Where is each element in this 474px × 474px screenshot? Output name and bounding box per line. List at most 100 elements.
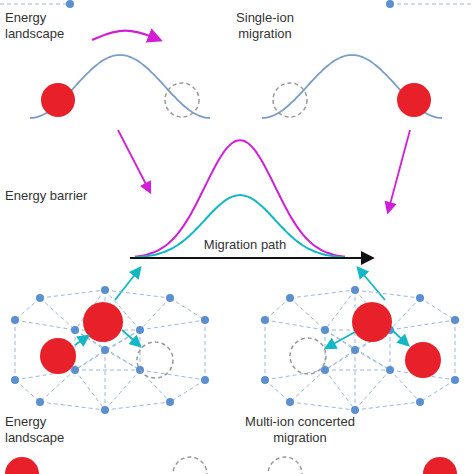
lattice-bond (105, 402, 170, 410)
migration-arrow (326, 332, 355, 348)
lattice-bond (355, 370, 390, 410)
ion (423, 457, 457, 474)
lattice-bond (455, 320, 456, 380)
lattice-bond (105, 350, 140, 370)
lattice-bond (105, 350, 106, 410)
lattice-bond (265, 320, 325, 330)
caption-label: Energy landscape (5, 414, 85, 446)
lattice-site (101, 286, 109, 294)
lattice-bond (205, 320, 206, 380)
link-arrow (115, 268, 140, 300)
lattice-bond (290, 370, 325, 402)
caption-label: Energy barrier (5, 188, 120, 204)
lattice-site (166, 294, 174, 302)
caption-label: Migration path (185, 237, 305, 253)
ion (41, 83, 75, 117)
lattice-bond (355, 402, 420, 410)
lattice-bond (140, 320, 205, 330)
ion (405, 342, 441, 378)
caption-label: Energy landscape (5, 10, 85, 42)
lattice-bond (15, 320, 16, 380)
barrier-curve (135, 140, 345, 256)
lattice-site (321, 326, 329, 334)
lattice-site (11, 316, 19, 324)
ion (397, 83, 431, 117)
migration-arrow (75, 336, 88, 345)
vacancy (273, 83, 307, 117)
lattice-site (351, 406, 359, 414)
lattice-site (261, 376, 269, 384)
lattice-bond (140, 370, 205, 380)
lattice-bond (325, 370, 355, 410)
link-arrow (118, 130, 150, 192)
vacancy (137, 342, 173, 378)
ion (83, 302, 123, 342)
ion (5, 457, 39, 474)
lattice-bond (325, 370, 390, 371)
lattice-site (36, 398, 44, 406)
energy-curve (30, 55, 210, 118)
lattice-site (71, 366, 79, 374)
lattice-bond (265, 320, 266, 380)
energy-curve (262, 55, 442, 118)
lattice-site (416, 294, 424, 302)
link-arrow (388, 130, 410, 212)
lattice-site (101, 406, 109, 414)
caption-label: Multi-ion concerted migration (225, 414, 375, 446)
lattice-site (351, 346, 359, 354)
lattice-bond (265, 370, 325, 380)
lattice-bond (390, 4, 474, 5)
lattice-site (386, 366, 394, 374)
lattice-bond (390, 320, 455, 330)
lattice-bond (290, 290, 355, 298)
link-arrow (358, 268, 385, 300)
lattice-bond (105, 370, 140, 410)
lattice-bond (105, 290, 170, 298)
lattice-bond (40, 290, 105, 298)
ion (40, 338, 76, 374)
lattice-bond (325, 350, 355, 370)
lattice-bond (140, 298, 170, 330)
barrier-curve (135, 195, 345, 257)
lattice-site (451, 376, 459, 384)
lattice-bond (170, 380, 205, 402)
lattice-site (451, 316, 459, 324)
vacancy (268, 457, 302, 474)
lattice-site (66, 0, 74, 8)
lattice-site (386, 0, 394, 8)
migration-arrow (122, 330, 140, 346)
lattice-bond (0, 4, 70, 5)
lattice-bond (355, 350, 356, 410)
lattice-bond (290, 402, 355, 410)
lattice-bond (15, 298, 40, 320)
lattice-bond (170, 298, 205, 320)
lattice-site (201, 376, 209, 384)
lattice-bond (75, 350, 105, 370)
lattice-bond (325, 330, 355, 350)
lattice-site (71, 326, 79, 334)
lattice-site (136, 326, 144, 334)
lattice-bond (15, 380, 40, 402)
lattice-bond (420, 380, 455, 402)
lattice-site (351, 286, 359, 294)
lattice-bond (15, 320, 75, 330)
lattice-site (201, 316, 209, 324)
lattice-site (286, 294, 294, 302)
lattice-bond (265, 298, 290, 320)
lattice-site (36, 294, 44, 302)
lattice-bond (355, 290, 420, 298)
lattice-site (101, 346, 109, 354)
lattice-site (11, 376, 19, 384)
migration-axis (130, 257, 372, 259)
lattice-bond (75, 370, 105, 410)
ion (352, 302, 392, 342)
lattice-bond (355, 350, 390, 370)
lattice-site (321, 366, 329, 374)
lattice-bond (40, 402, 105, 410)
lattice-bond (390, 298, 420, 330)
lattice-site (261, 316, 269, 324)
migration-arrow (92, 31, 160, 40)
lattice-bond (390, 330, 391, 370)
lattice-site (416, 398, 424, 406)
